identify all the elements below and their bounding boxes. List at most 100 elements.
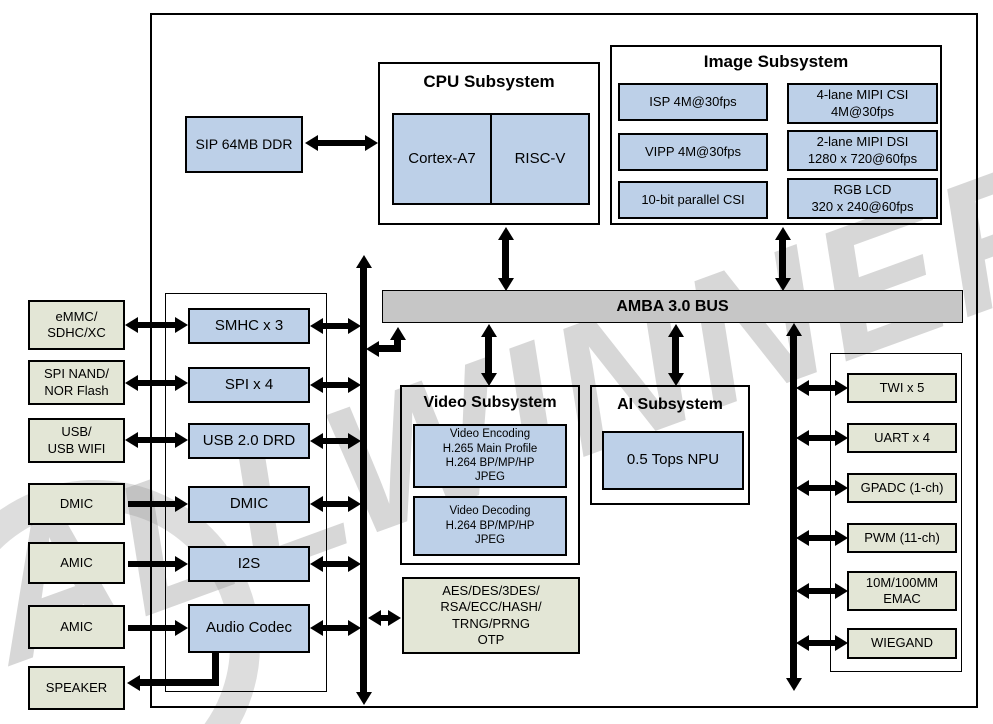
dmic-box: DMIC: [188, 486, 310, 523]
amic1-box: AMIC: [28, 542, 125, 584]
sip-ddr-box: SIP 64MB DDR: [185, 116, 303, 173]
video-subsystem: [400, 385, 580, 565]
connector-codec-speaker-v: [212, 651, 219, 685]
arrowhead: [796, 430, 809, 446]
arrowhead: [348, 318, 361, 334]
arrowhead: [480, 324, 497, 337]
arrow-usb-usbdrd: [125, 432, 188, 448]
cpu-subsystem: [378, 62, 600, 225]
parallel-csi-box: 10-bit parallel CSI: [618, 181, 768, 219]
arrowhead: [175, 375, 188, 391]
arrow-image-amba: [774, 227, 791, 291]
emac-box: 10M/100MM EMAC: [847, 571, 957, 611]
arrowhead: [175, 556, 188, 572]
right-io-group: [830, 353, 962, 672]
arrowhead: [175, 317, 188, 333]
arrowhead: [125, 317, 138, 333]
spi-box: SPI x 4: [188, 367, 310, 403]
pwm-box: PWM (11-ch): [847, 523, 957, 553]
mipi-dsi-box: 2-lane MIPI DSI 1280 x 720@60fps: [787, 130, 938, 171]
arrowhead: [305, 135, 318, 151]
connector-bus-amba-v: [389, 327, 406, 352]
ai-subsystem-title: AI Subsystem: [617, 396, 723, 413]
arrowhead: [310, 496, 323, 512]
arrowhead: [785, 323, 802, 336]
wiegand-box: WIEGAND: [847, 628, 957, 659]
arrowhead: [835, 380, 848, 396]
arrowhead: [368, 610, 381, 626]
chip-boundary: [150, 13, 978, 708]
connector-codec-speaker-h: [127, 674, 219, 691]
arrow-bus-gpadc: [796, 480, 848, 496]
image-subsystem-title: Image Subsystem: [703, 52, 849, 71]
i2s-box: I2S: [188, 546, 310, 582]
arrow-cpu-amba: [497, 227, 514, 291]
arrowhead: [388, 610, 401, 626]
arrow-dmic-dmic: [128, 496, 188, 512]
arrow-usbdrd-bus: [310, 433, 361, 449]
crypto-box: AES/DES/3DES/ RSA/ECC/HASH/ TRNG/PRNG OT…: [402, 577, 580, 654]
amic2-box: AMIC: [28, 605, 125, 649]
arrow-bus-pwm: [796, 530, 848, 546]
arrowhead: [785, 678, 802, 691]
arrowhead: [667, 373, 684, 386]
audio-codec-box: Audio Codec: [188, 604, 310, 653]
arrow-codec-bus: [310, 620, 361, 636]
arrowhead: [348, 556, 361, 572]
speaker-box: SPEAKER: [28, 666, 125, 710]
ai-subsystem: [590, 385, 750, 505]
arrow-amba-ai: [667, 324, 684, 386]
arrowhead: [796, 480, 809, 496]
arrowhead: [835, 480, 848, 496]
left-peripheral-bus: [355, 255, 372, 705]
arrowhead: [365, 135, 378, 151]
connector-bus-amba-h: [366, 340, 398, 357]
rgb-lcd-box: RGB LCD 320 x 240@60fps: [787, 178, 938, 219]
arrowhead: [125, 432, 138, 448]
gpadc-box: GPADC (1-ch): [847, 473, 957, 503]
arrowhead: [310, 556, 323, 572]
risc-v-box: RISC-V: [490, 113, 590, 205]
arrowhead: [774, 227, 791, 240]
image-subsystem: [610, 45, 942, 225]
isp-box: ISP 4M@30fps: [618, 83, 768, 121]
amba-bus: AMBA 3.0 BUS: [382, 290, 963, 323]
arrow-dmic-bus: [310, 496, 361, 512]
cpu-subsystem-title: CPU Subsystem: [423, 72, 555, 91]
arrowhead: [366, 340, 379, 357]
arrowhead: [835, 583, 848, 599]
arrow-sip-cpu: [305, 135, 378, 151]
vipp-box: VIPP 4M@30fps: [618, 133, 768, 171]
arrow-amba-video: [480, 324, 497, 386]
peripheral-group: [165, 293, 327, 692]
arrowhead: [480, 373, 497, 386]
arrowhead: [175, 432, 188, 448]
arrow-amic-i2s: [128, 556, 188, 572]
arrow-bus-wiegand: [796, 635, 848, 651]
npu-box: 0.5 Tops NPU: [602, 431, 744, 490]
arrowhead: [389, 327, 406, 340]
arrowhead: [497, 278, 514, 291]
arrowhead: [835, 530, 848, 546]
dmic-ext-box: DMIC: [28, 483, 125, 525]
usb-wifi-box: USB/ USB WIFI: [28, 418, 125, 463]
arrow-emmc-smhc: [125, 317, 188, 333]
right-peripheral-bus: [785, 323, 802, 691]
arrowhead: [175, 620, 188, 636]
arrowhead: [835, 635, 848, 651]
cortex-a7-box: Cortex-A7: [392, 113, 492, 205]
arrow-bus-crypto: [368, 610, 401, 626]
arrowhead: [310, 318, 323, 334]
arrowhead: [796, 530, 809, 546]
arrowhead: [348, 496, 361, 512]
arrow-spinand-spi: [125, 375, 188, 391]
arrowhead: [175, 496, 188, 512]
arrow-bus-emac: [796, 583, 848, 599]
arrowhead: [774, 278, 791, 291]
arrowhead: [127, 674, 140, 691]
arrow-smhc-bus: [310, 318, 361, 334]
arrowhead: [310, 433, 323, 449]
arrow-amic-codec: [128, 620, 188, 636]
arrowhead: [348, 620, 361, 636]
